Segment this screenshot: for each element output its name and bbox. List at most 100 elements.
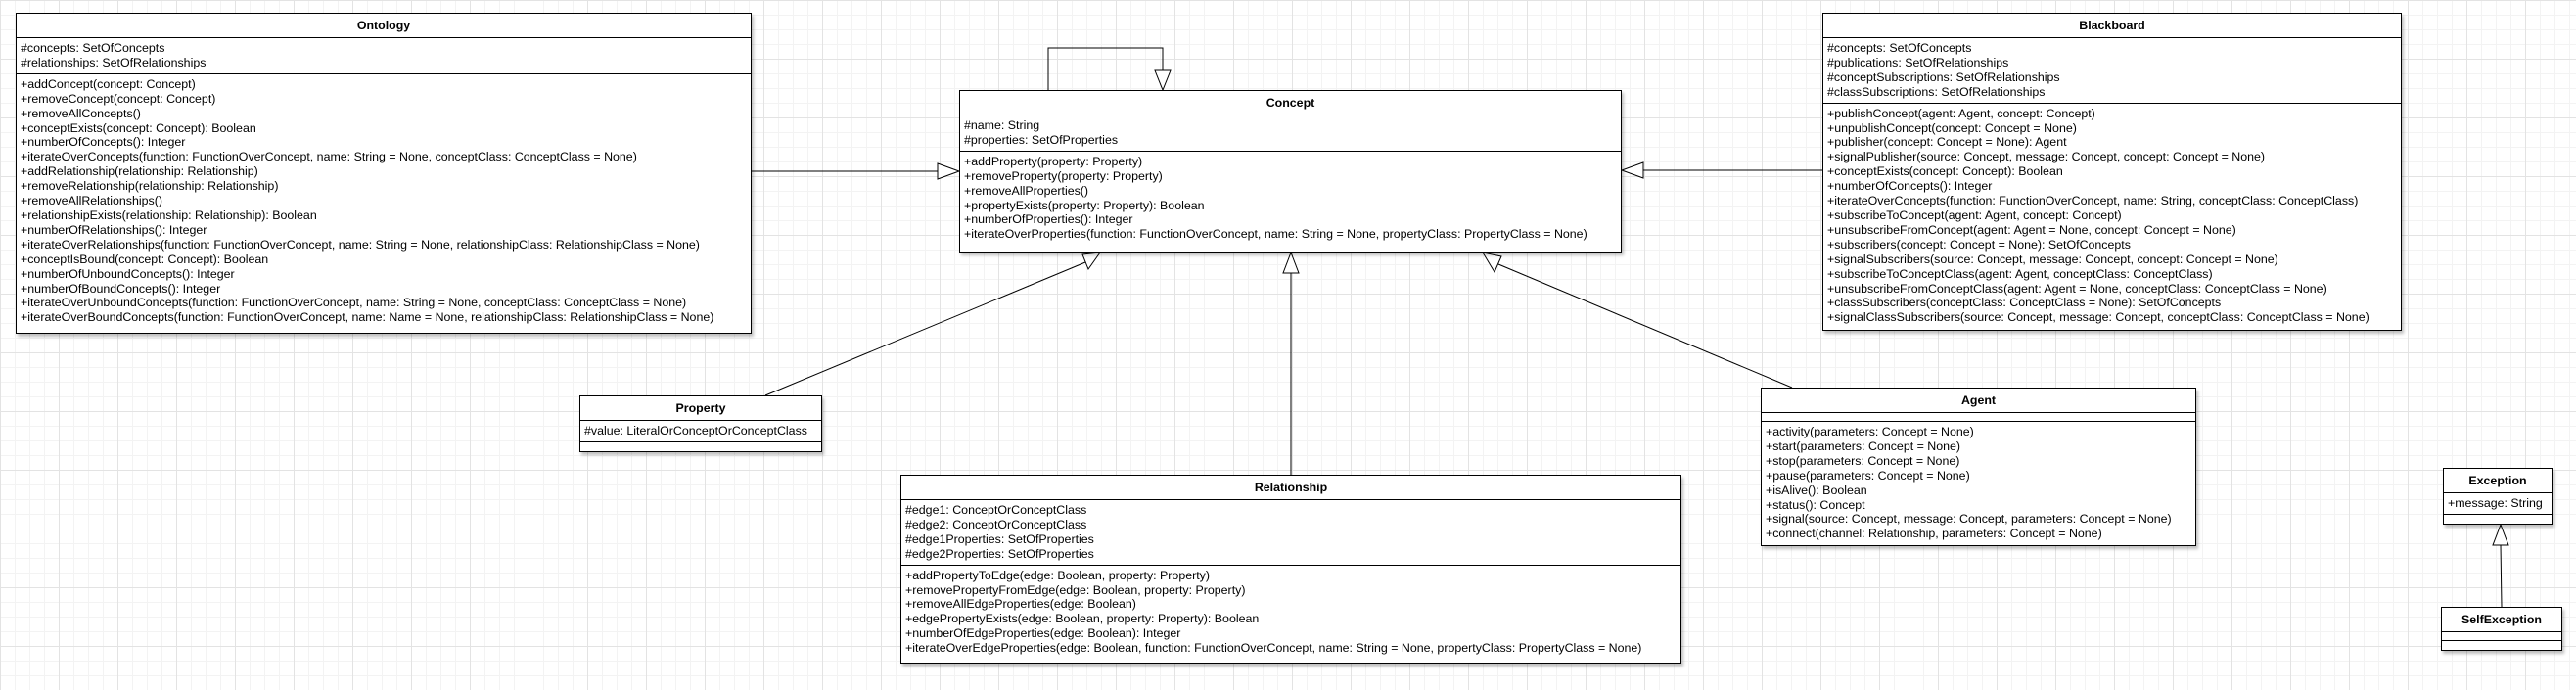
class-name: Ontology xyxy=(17,14,751,38)
attribute: #value: LiteralOrConceptOrConceptClass xyxy=(584,424,807,437)
operation: +conceptIsBound(concept: Concept): Boole… xyxy=(21,252,269,266)
operation: +numberOfConcepts(): Integer xyxy=(21,135,186,150)
operation: +removeAllRelationships() xyxy=(21,194,162,208)
attribute: #conceptSubscriptions: SetOfRelationship… xyxy=(1827,69,2060,84)
operation: +subscribers(concept: Concept = None): S… xyxy=(1827,237,2131,252)
operation: +subscribeToConcept(agent: Agent, concep… xyxy=(1827,207,2122,222)
operation: +addRelationship(relationship: Relations… xyxy=(21,164,258,179)
operation: +removeAllConcepts() xyxy=(21,106,141,120)
operation-list: +publishConcept(agent: Agent, concept: C… xyxy=(1823,104,2401,329)
operation: +iterateOverUnboundConcepts(function: Fu… xyxy=(21,296,687,310)
edge-agent-concept xyxy=(1481,252,1793,389)
operation: +iterateOverProperties(function: Functio… xyxy=(964,227,1587,242)
attribute: #edge2: ConceptOrConceptClass xyxy=(905,517,1087,531)
operation: +conceptExists(concept: Concept): Boolea… xyxy=(1827,164,2063,179)
attribute: #concepts: SetOfConcepts xyxy=(21,41,165,55)
operation: +conceptExists(concept: Concept): Boolea… xyxy=(21,120,256,135)
operation: +signalPublisher(source: Concept, messag… xyxy=(1827,150,2266,164)
operation: +iterateOverConcepts(function: FunctionO… xyxy=(21,150,637,164)
operation: +removeProperty(property: Property) xyxy=(964,168,1163,183)
class-name: Property xyxy=(580,396,821,421)
operation: +numberOfUnboundConcepts(): Integer xyxy=(21,266,235,281)
class-self-exception: SelfException xyxy=(2441,607,2562,651)
attribute-list: #name: String #properties: SetOfProperti… xyxy=(960,115,1621,152)
class-name: Concept xyxy=(960,91,1621,115)
operation-list xyxy=(580,442,821,450)
operation: +iterateOverEdgeProperties(edge: Boolean… xyxy=(905,641,1642,656)
operation: +numberOfProperties(): Integer xyxy=(964,212,1133,227)
class-agent: Agent +activity(parameters: Concept = No… xyxy=(1761,388,2196,546)
operation: +publisher(concept: Concept = None): Age… xyxy=(1827,135,2067,150)
class-name: Blackboard xyxy=(1823,14,2401,38)
operation: +start(parameters: Concept = None) xyxy=(1766,438,1961,453)
operation: +numberOfConcepts(): Integer xyxy=(1827,179,1993,194)
attribute-list: #edge1: ConceptOrConceptClass #edge2: Co… xyxy=(901,500,1680,566)
operation: +propertyExists(property: Property): Boo… xyxy=(964,198,1205,212)
edge-blackboard-concept xyxy=(1620,161,1822,179)
class-exception: Exception +message: String xyxy=(2443,468,2553,525)
class-name: Agent xyxy=(1762,389,2195,413)
class-ontology: Ontology #concepts: SetOfConcepts #relat… xyxy=(16,13,752,334)
operation: +iterateOverConcepts(function: FunctionO… xyxy=(1827,194,2359,208)
class-name: Exception xyxy=(2444,469,2552,493)
operation-list: +addConcept(concept: Concept) +removeCon… xyxy=(17,74,751,328)
operation-list: +addProperty(property: Property) +remove… xyxy=(960,152,1621,245)
class-name: SelfException xyxy=(2442,608,2561,632)
operation: +numberOfEdgeProperties(edge: Boolean): … xyxy=(905,626,1181,641)
operation: +isAlive(): Boolean xyxy=(1766,483,1867,497)
operation: +subscribeToConceptClass(agent: Agent, c… xyxy=(1827,266,2213,281)
attribute: #edge1: ConceptOrConceptClass xyxy=(905,503,1087,517)
attribute-list xyxy=(1762,413,2195,422)
operation: +activity(parameters: Concept = None) xyxy=(1766,425,1974,438)
operation: +classSubscribers(conceptClass: ConceptC… xyxy=(1827,296,2222,310)
operation: +connect(channel: Relationship, paramete… xyxy=(1766,527,2102,541)
operation: +stop(parameters: Concept = None) xyxy=(1766,453,1960,468)
edge-relationship-concept xyxy=(1282,251,1300,475)
class-relationship: Relationship #edge1: ConceptOrConceptCla… xyxy=(900,475,1681,664)
attribute-list: +message: String xyxy=(2444,493,2552,515)
operation: +edgePropertyExists(edge: Boolean, prope… xyxy=(905,612,1260,626)
operation: +addPropertyToEdge(edge: Boolean, proper… xyxy=(905,568,1210,582)
operation: +iterateOverBoundConcepts(function: Func… xyxy=(21,310,714,325)
attribute: #name: String xyxy=(964,118,1040,132)
operation-list xyxy=(2444,515,2552,523)
attribute-list: #concepts: SetOfConcepts #relationships:… xyxy=(17,38,751,74)
operation: +addProperty(property: Property) xyxy=(964,154,1143,168)
class-blackboard: Blackboard #concepts: SetOfConcepts #pub… xyxy=(1822,13,2402,331)
attribute-list: #concepts: SetOfConcepts #publications: … xyxy=(1823,38,2401,104)
attribute: #edge2Properties: SetOfProperties xyxy=(905,546,1094,561)
attribute-list xyxy=(2442,632,2561,641)
operation-list: +activity(parameters: Concept = None) +s… xyxy=(1762,422,2195,544)
operation: +unsubscribeFromConcept(agent: Agent = N… xyxy=(1827,222,2236,237)
operation: +addConcept(concept: Concept) xyxy=(21,76,196,91)
edge-property-concept xyxy=(764,252,1102,396)
attribute: #concepts: SetOfConcepts xyxy=(1827,41,1972,55)
operation: +numberOfBoundConcepts(): Integer xyxy=(21,281,221,296)
operation: +pause(parameters: Concept = None) xyxy=(1766,468,1970,483)
attribute-list: #value: LiteralOrConceptOrConceptClass xyxy=(580,421,821,442)
operation: +numberOfRelationships(): Integer xyxy=(21,222,207,237)
operation-list xyxy=(2442,641,2561,649)
operation: +signalSubscribers(source: Concept, mess… xyxy=(1827,252,2278,266)
operation: +signalClassSubscribers(source: Concept,… xyxy=(1827,310,2369,325)
operation: +removeAllEdgeProperties(edge: Boolean) xyxy=(905,597,1136,612)
operation: +status(): Concept xyxy=(1766,497,1865,512)
class-name: Relationship xyxy=(901,476,1680,500)
operation: +publishConcept(agent: Agent, concept: C… xyxy=(1827,106,2095,120)
operation-list: +addPropertyToEdge(edge: Boolean, proper… xyxy=(901,566,1680,659)
attribute: #classSubscriptions: SetOfRelationships xyxy=(1827,84,2046,99)
operation: +relationshipExists(relationship: Relati… xyxy=(21,207,317,222)
operation: +unsubscribeFromConceptClass(agent: Agen… xyxy=(1827,281,2327,296)
operation: +removeConcept(concept: Concept) xyxy=(21,91,216,106)
attribute: #properties: SetOfProperties xyxy=(964,132,1119,147)
edge-ontology-concept xyxy=(752,162,961,180)
attribute: #relationships: SetOfRelationships xyxy=(21,55,207,69)
edge-concept-self xyxy=(1047,47,1172,92)
operation: +signal(source: Concept, message: Concep… xyxy=(1766,512,2172,527)
operation: +iterateOverRelationships(function: Func… xyxy=(21,237,700,252)
operation: +removeAllProperties() xyxy=(964,183,1089,198)
class-concept: Concept #name: String #properties: SetOf… xyxy=(959,90,1622,253)
attribute: +message: String xyxy=(2448,496,2543,510)
attribute: #publications: SetOfRelationships xyxy=(1827,55,2009,69)
